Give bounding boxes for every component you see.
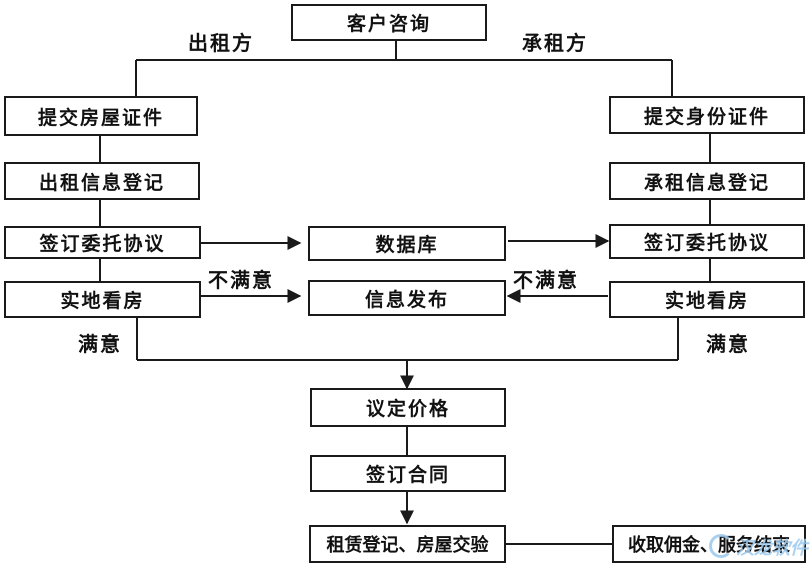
node-sign-contract: 签订合同 [310,455,506,492]
label-unsatisfied-left: 不满意 [208,268,274,292]
node-consult: 客户咨询 [291,4,487,41]
label-lessee: 承租方 [522,31,588,55]
node-rent-in-register: 承租信息登记 [609,162,805,200]
node-sign-delegation-left: 签订委托协议 [4,226,201,259]
node-negotiate-price: 议定价格 [310,388,506,427]
node-submit-id-docs: 提交身份证件 [609,96,805,134]
node-collect-fee: 收取佣金、服务结束 [612,525,806,563]
node-database: 数据库 [308,226,506,261]
node-lease-register: 租赁登记、房屋交验 [309,525,506,563]
label-lessor: 出租方 [188,31,254,55]
node-rent-out-register: 出租信息登记 [4,162,200,200]
label-satisfied-left: 满意 [78,332,122,356]
node-site-visit-right: 实地看房 [609,281,805,318]
node-info-publish: 信息发布 [308,280,506,316]
label-unsatisfied-right: 不满意 [513,268,579,292]
node-submit-house-docs: 提交房屋证件 [4,96,198,136]
watermark-icon [709,534,733,558]
watermark-logo: 汉龙软件 [709,534,808,560]
node-site-visit-left: 实地看房 [4,281,201,318]
node-sign-delegation-right: 签订委托协议 [609,224,805,259]
watermark-text: 汉龙软件 [736,538,808,559]
label-satisfied-right: 满意 [706,332,750,356]
